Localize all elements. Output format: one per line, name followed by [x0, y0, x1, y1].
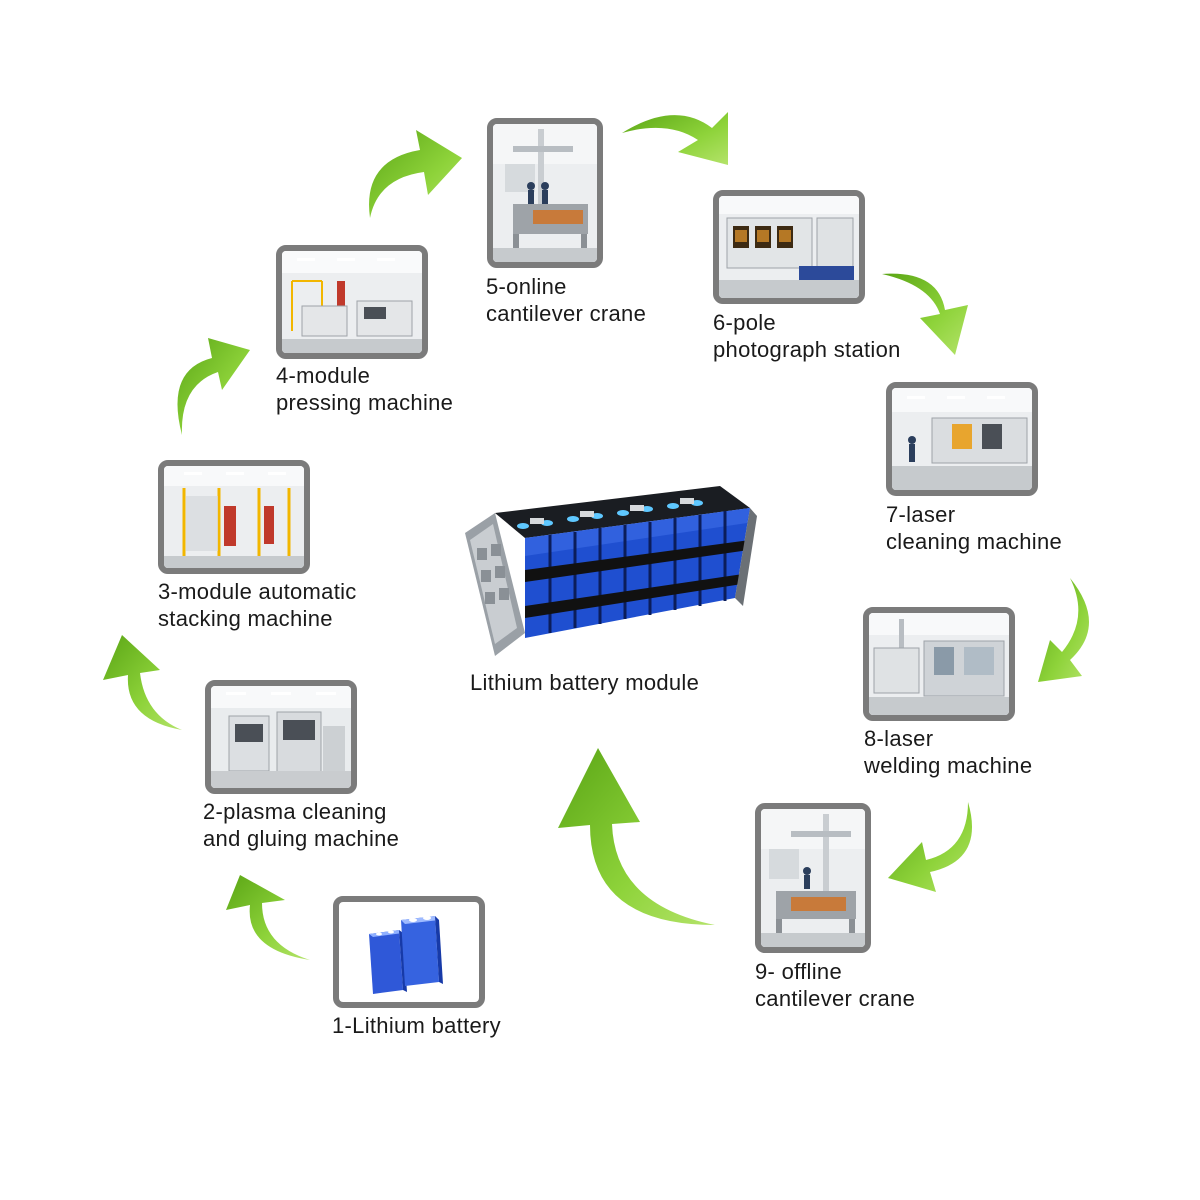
step-4-label-line2: pressing machine [276, 390, 454, 415]
battery-module-image [455, 478, 760, 663]
arrow-7-8 [1038, 578, 1089, 682]
step-3-label-line1: 3-module automatic [158, 579, 357, 604]
step-5-image [487, 118, 603, 268]
step-7-label-line1: 7-laser [886, 502, 956, 527]
arrow-1-2 [226, 875, 310, 960]
arrow-8-9 [888, 802, 973, 892]
step-9-label-line2: cantilever crane [755, 986, 916, 1011]
step-7-label: 7-laser cleaning machine [886, 501, 1062, 555]
step-1-label: 1-Lithium battery [332, 1012, 501, 1039]
step-4-image [276, 245, 428, 359]
step-5-label: 5-online cantilever crane [486, 273, 646, 327]
step-9-label-line1: 9- offline [755, 959, 842, 984]
step-6-label-line2: photograph station [713, 337, 901, 362]
step-3-label-line2: stacking machine [158, 606, 333, 631]
arrow-9-center [558, 748, 715, 925]
step-3-label: 3-module automatic stacking machine [158, 578, 357, 632]
arrow-5-6 [622, 112, 728, 165]
center-label: Lithium battery module [470, 670, 700, 695]
step-5-label-line1: 5-online [486, 274, 567, 299]
step-1-label-line1: 1-Lithium battery [332, 1013, 501, 1038]
step-6-label: 6-pole photograph station [713, 309, 901, 363]
step-7-label-line2: cleaning machine [886, 529, 1063, 554]
step-6-image [713, 190, 865, 304]
arrow-6-7 [882, 273, 968, 355]
step-4-label-line1: 4-module [276, 363, 371, 388]
arrow-4-5 [369, 130, 462, 218]
step-2-image [205, 680, 357, 794]
step-7-image [886, 382, 1038, 496]
step-2-label-line1: 2-plasma cleaning [203, 799, 387, 824]
step-1-image [333, 896, 485, 1008]
step-8-label-line1: 8-laser [864, 726, 934, 751]
arrow-3-4 [177, 338, 250, 435]
step-2-label-line2: and gluing machine [203, 826, 400, 851]
arrow-2-3 [103, 635, 182, 730]
step-4-label: 4-module pressing machine [276, 362, 453, 416]
step-2-label: 2-plasma cleaning and gluing machine [203, 798, 399, 852]
step-8-label-line2: welding machine [864, 753, 1033, 778]
step-5-label-line2: cantilever crane [486, 301, 647, 326]
step-8-label: 8-laser welding machine [864, 725, 1032, 779]
step-8-image [863, 607, 1015, 721]
step-9-label: 9- offline cantilever crane [755, 958, 915, 1012]
step-9-image [755, 803, 871, 953]
step-3-image [158, 460, 310, 574]
step-6-label-line1: 6-pole [713, 310, 776, 335]
